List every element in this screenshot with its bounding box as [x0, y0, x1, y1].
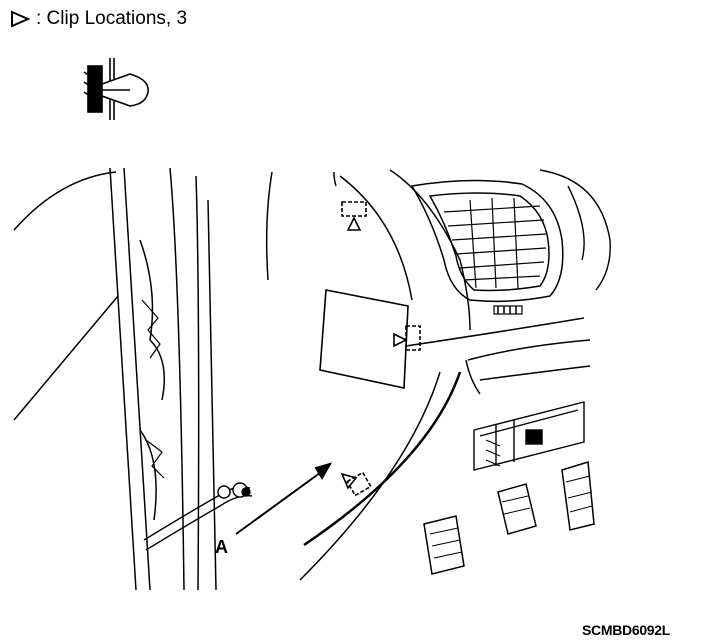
clip-marker-top — [341, 201, 367, 231]
door-trim — [141, 299, 165, 479]
callout-a: A — [215, 537, 228, 557]
dashboard-lower-edge — [405, 317, 591, 395]
a-pillar — [13, 167, 217, 591]
dash-right-edge — [539, 169, 611, 291]
air-vent — [410, 179, 564, 315]
clip-marker-bottom — [340, 471, 372, 497]
view-arrow-a — [235, 462, 333, 535]
pedals — [423, 461, 595, 575]
clip-cross-section-icon — [83, 58, 149, 120]
legend-text: : Clip Locations, 3 — [36, 8, 188, 29]
clip-marker-right — [393, 325, 421, 351]
side-panel — [265, 169, 471, 581]
wire-harness — [143, 482, 253, 551]
clip-triangle-icon — [11, 10, 30, 28]
switch-panel — [473, 401, 585, 471]
legend: : Clip Locations, 3 — [10, 8, 187, 30]
figure-code: SCMBD6092L — [582, 622, 671, 638]
trim-panel — [319, 289, 409, 389]
